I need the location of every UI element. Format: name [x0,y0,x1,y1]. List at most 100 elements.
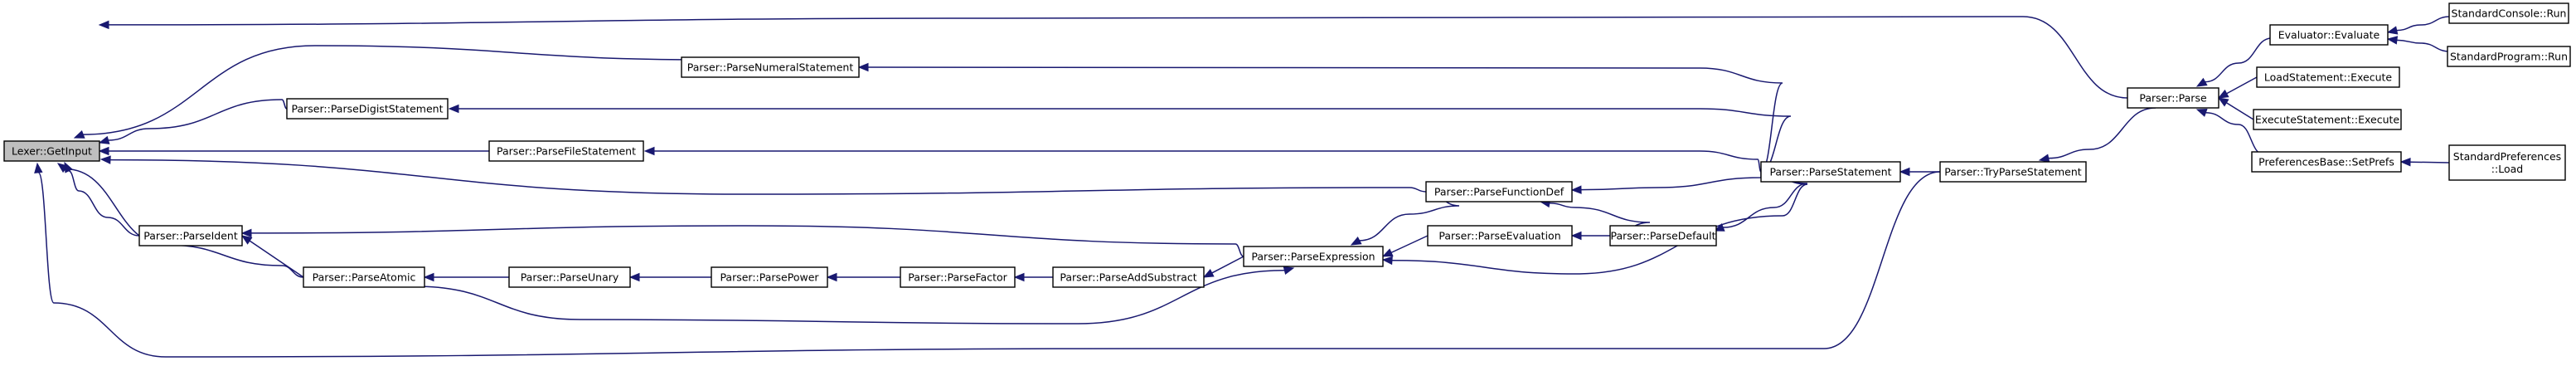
edge-arrowhead [2038,154,2050,163]
edge-statement-to-digist [448,104,1792,173]
node-box [508,266,631,288]
edge-arrowhead [240,235,253,245]
edge-expr-to-addsub [1202,256,1244,278]
edge-addsub-to-factor [1013,272,1053,282]
edge-program-to-evaluate [2386,36,2451,57]
node-tryparse[interactable]: Parser::TryParseStatement [1939,161,2087,183]
edge-arrowhead [98,135,110,144]
node-box [2256,66,2400,88]
node-box [711,266,828,288]
node-evaluate[interactable]: Evaluator::Evaluate [2269,24,2389,46]
node-loadstmt[interactable]: LoadStatement::Execute [2256,66,2400,88]
node-setprefs[interactable]: PreferencesBase::SetPrefs [2251,151,2402,173]
node-execstmt[interactable]: ExecuteStatement::Execute [2253,109,2402,130]
edge-execstmt-to-parse [2217,97,2254,120]
edge-arrowhead [2386,26,2399,35]
node-label: Parser::ParseEvaluation [1438,230,1560,242]
node-box [1243,246,1384,267]
edge-line [68,170,140,237]
edge-arrowhead [1202,269,1215,278]
edge-line [108,99,288,141]
node-filestmt[interactable]: Parser::ParseFileStatement [488,140,644,162]
node-box [1052,266,1205,288]
node-label: LoadStatement::Execute [2264,71,2392,84]
edge-line [83,45,714,135]
node-box [286,98,449,120]
node-numeral[interactable]: Parser::ParseNumeralStatement [681,56,860,78]
node-box [1760,161,1901,183]
node-addsub[interactable]: Parser::ParseAddSubstract [1052,266,1205,288]
edge-arrowhead [56,163,69,173]
edge-line [249,240,304,278]
node-funcdef[interactable]: Parser::ParseFunctionDef [1425,181,1573,203]
node-label: Parser::ParseFileStatement [497,145,636,158]
node-box [900,266,1016,288]
edge-arrowhead [73,129,85,139]
node-label: Parser::ParsePower [720,271,819,284]
node-atomic[interactable]: Parser::ParseAtomic [303,266,425,288]
node-digist[interactable]: Parser::ParseDigistStatement [286,98,449,120]
node-label: Parser::ParseIdent [143,230,238,242]
edge-expr-to-ident [240,225,1244,257]
node-default[interactable]: Parser::ParseDefault [1609,225,1717,246]
edge-line [1390,235,1429,254]
edge-line [458,108,1792,173]
edge-line [867,66,1783,173]
edge-tryparse-to-statement [1899,167,1941,177]
node-console[interactable]: StandardConsole::Run [2448,2,2569,24]
edge-power-to-unary [628,272,711,282]
node-parse[interactable]: Parser::Parse [2127,87,2219,109]
node-box [488,140,644,162]
node-label: Parser::ParseStatement [1769,166,1891,178]
node-unary[interactable]: Parser::ParseUnary [508,266,631,288]
node-label: Parser::ParseAddSubstract [1060,271,1196,284]
node-factor[interactable]: Parser::ParseFactor [900,266,1016,288]
edge-arrowhead [1013,272,1025,282]
edge-arrowhead [628,272,640,282]
edge-line [2396,39,2451,57]
edge-line [1211,256,1244,274]
edge-unary-to-atomic [423,272,509,282]
edge-parse-to-getinput [98,16,2128,99]
edge-arrowhead [826,272,837,282]
edge-statement-to-numeral [857,62,1783,173]
node-box [2253,109,2402,130]
node-power[interactable]: Parser::ParsePower [711,266,828,288]
node-box [138,225,243,246]
edge-loadstmt-to-parse [2217,76,2258,99]
edge-arrowhead [643,146,655,156]
edge-line [108,16,2128,99]
edge-funcdef-to-getinput [99,155,1427,195]
edge-line [2396,12,2451,32]
node-ident[interactable]: Parser::ParseIdent [138,225,243,246]
edge-arrowhead [99,155,111,164]
edge-arrowhead [1381,256,1393,266]
edge-line [250,225,1244,257]
node-getinput[interactable]: Lexer::GetInput [3,140,100,162]
edge-arrowhead [2386,36,2399,45]
node-evaluation[interactable]: Parser::ParseEvaluation [1427,225,1573,246]
node-label: Parser::ParseUnary [521,271,619,284]
edge-arrowhead [2195,108,2208,117]
node-box [1427,225,1573,246]
node-box [2251,151,2402,173]
edge-arrowhead [1570,185,1582,194]
node-stdprefs[interactable]: StandardPreferences::Load [2448,144,2566,181]
edge-default-to-evaluation [1570,231,1610,241]
edge-arrowhead [1381,248,1394,257]
node-label: ::Load [2491,163,2523,175]
edge-line [2226,76,2258,95]
edge-line [65,168,304,278]
edge-arrowhead [1570,231,1582,241]
edge-arrowhead [448,104,459,114]
edge-arrowhead [423,272,434,282]
node-expr[interactable]: Parser::ParseExpression [1243,246,1384,267]
edge-arrowhead [2217,89,2229,99]
node-program[interactable]: StandardProgram::Run [2447,46,2571,67]
edge-atomic-to-ident [240,235,304,278]
node-label: Parser::ParseDefault [1611,230,1716,242]
edge-console-to-evaluate [2386,12,2451,35]
node-statement[interactable]: Parser::ParseStatement [1760,161,1901,183]
edge-line [2409,161,2450,163]
edge-atomic-to-getinput [56,163,304,278]
